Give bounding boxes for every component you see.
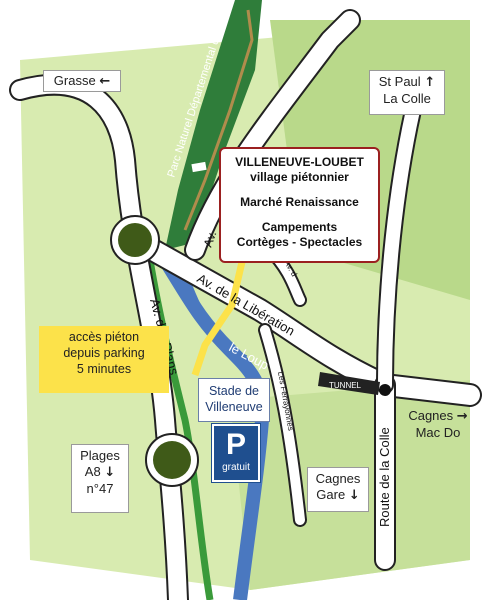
pedestrian-box: accès piéton depuis parking 5 minutes bbox=[39, 326, 169, 393]
pedestrian-path bbox=[191, 261, 246, 377]
stadium-line2: Villeneuve bbox=[205, 400, 263, 414]
av-top-label: Av. bbox=[201, 229, 220, 249]
parking-icon: P bbox=[225, 428, 246, 461]
stadium-box: Stade de Villeneuve bbox=[198, 378, 270, 422]
pedestrian-line2: depuis parking bbox=[63, 346, 145, 360]
a8-label: A8 bbox=[84, 464, 101, 479]
exit-label: n°47 bbox=[86, 481, 114, 496]
st-paul-label: St Paul bbox=[378, 74, 421, 89]
event-market: Marché Renaissance bbox=[240, 195, 359, 209]
arrow-up-icon: ↑ bbox=[424, 75, 436, 90]
grasse-label: Grasse bbox=[53, 73, 96, 88]
forest-strip bbox=[165, 0, 262, 250]
sign-plages: Plages A8 ↓ n°47 bbox=[71, 444, 129, 513]
plages-label: Plages bbox=[80, 448, 120, 463]
event-camps: Campements bbox=[261, 220, 338, 234]
cagnes-gare-label: Cagnes bbox=[315, 471, 361, 486]
la-colle-label: La Colle bbox=[383, 91, 431, 106]
arrow-down-icon: ↓ bbox=[348, 488, 360, 503]
mac-do-label: Mac Do bbox=[415, 425, 461, 440]
arrow-left-icon: ← bbox=[99, 74, 111, 89]
sign-cagnes-mac-do: Cagnes → Mac Do bbox=[402, 405, 474, 448]
cagnes-label: Cagnes bbox=[408, 408, 454, 423]
park-marker bbox=[191, 161, 207, 173]
sign-cagnes-gare: Cagnes Gare ↓ bbox=[307, 467, 369, 512]
tunnel-label: TUNNEL bbox=[329, 381, 362, 390]
arrow-down-icon: ↓ bbox=[104, 465, 116, 480]
event-subtitle: village piétonnier bbox=[250, 170, 349, 184]
event-title: VILLENEUVE-LOUBET bbox=[235, 155, 364, 169]
sign-st-paul: St Paul ↑ La Colle bbox=[369, 70, 445, 115]
sign-grasse: Grasse ← bbox=[43, 70, 121, 92]
roundabout-north-center bbox=[118, 223, 152, 257]
pedestrian-line3: 5 minutes bbox=[76, 362, 132, 376]
arrow-right-icon: → bbox=[456, 409, 468, 424]
event-box: VILLENEUVE-LOUBET village piétonnier Mar… bbox=[219, 147, 380, 263]
parking-label: gratuit bbox=[222, 462, 250, 473]
gare-label: Gare bbox=[316, 487, 346, 502]
junction-dot bbox=[379, 384, 391, 396]
tunnel bbox=[318, 372, 380, 395]
river-lower bbox=[180, 278, 248, 365]
roundabout-south-center bbox=[153, 441, 191, 479]
canal bbox=[146, 259, 214, 600]
stadium-line1: Stade de bbox=[208, 384, 260, 398]
event-shows: Cortèges - Spectacles bbox=[236, 235, 363, 249]
parking-sign: P gratuit bbox=[212, 424, 260, 482]
route-colle-label: Route de la Colle bbox=[377, 427, 392, 527]
pedestrian-line1: accès piéton bbox=[68, 330, 140, 344]
park-edge bbox=[183, 9, 254, 231]
